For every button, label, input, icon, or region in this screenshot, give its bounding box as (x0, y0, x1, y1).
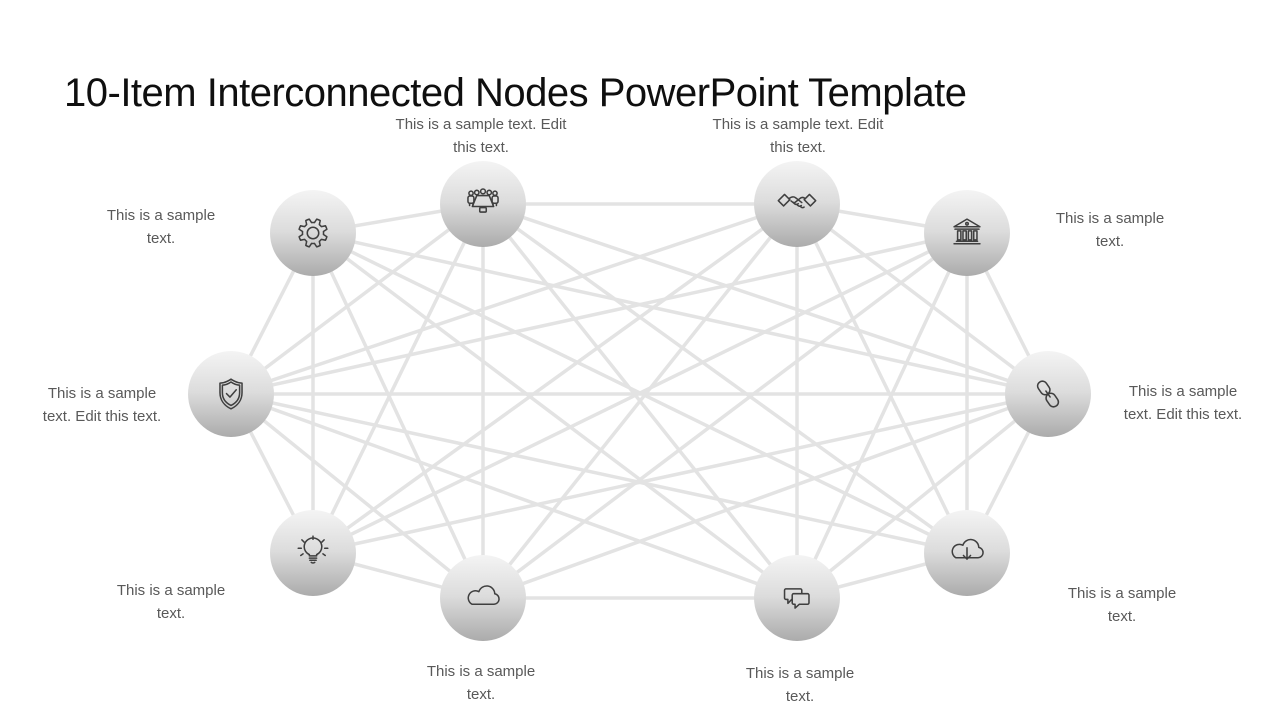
edge-link-lightbulb (312, 392, 1049, 555)
edge-chat-shield (230, 392, 798, 600)
slide-title[interactable]: 10-Item Interconnected Nodes PowerPoint … (64, 70, 967, 115)
node-handshake[interactable] (754, 161, 840, 247)
label-chat[interactable]: This is a sample text. (745, 665, 855, 705)
edge-cloud-shield (229, 392, 485, 600)
lightbulb-icon (297, 535, 329, 564)
handshake-icon (777, 193, 817, 209)
node-link[interactable] (1005, 351, 1091, 437)
edge-meeting-shield (229, 202, 485, 396)
edge-bank-cloud (481, 231, 969, 600)
edge-bank-chat (795, 232, 969, 599)
edge-cloud-download-shield (230, 392, 968, 555)
node-lightbulb[interactable] (270, 510, 356, 596)
label-lightbulb[interactable]: This is a sample text. (116, 582, 226, 622)
node-gear[interactable] (270, 190, 356, 276)
node-bank[interactable] (924, 190, 1010, 276)
shield-check-icon (219, 378, 243, 410)
edge-meeting-link (482, 202, 1049, 396)
label-meeting[interactable]: This is a sample text. Edit this text. (395, 116, 567, 156)
node-shield[interactable] (188, 351, 274, 437)
meeting-table-icon (467, 188, 499, 213)
label-cloud-download[interactable]: This is a sample text. (1067, 585, 1177, 625)
label-shield[interactable]: This is a sample text. Edit this text. (42, 385, 162, 425)
node-cloud[interactable] (440, 555, 526, 641)
edge-gear-cloud (311, 232, 485, 599)
bank-icon (953, 218, 981, 245)
node-cloud-download[interactable] (924, 510, 1010, 596)
edge-bank-shield (230, 231, 968, 396)
edge-meeting-cloud-download (481, 202, 969, 555)
chain-link-icon (1036, 380, 1060, 408)
edge-handshake-shield (230, 202, 798, 396)
label-link[interactable]: This is a sample text. Edit this text. (1123, 383, 1243, 423)
chat-bubbles-icon (783, 588, 810, 609)
edge-handshake-cloud-download (795, 203, 969, 554)
node-chat[interactable] (754, 555, 840, 641)
gear-icon (298, 218, 328, 248)
label-handshake[interactable]: This is a sample text. Edit this text. (712, 116, 884, 156)
edge-handshake-cloud (481, 202, 799, 600)
edge-link-chat (795, 392, 1050, 600)
label-cloud[interactable]: This is a sample text. (426, 663, 536, 703)
edge-handshake-lightbulb (311, 202, 799, 555)
cloud-download-icon (951, 538, 984, 560)
edge-meeting-lightbulb (311, 203, 485, 554)
edge-handshake-link (795, 202, 1050, 396)
node-meeting[interactable] (440, 161, 526, 247)
label-gear[interactable]: This is a sample text. (106, 207, 216, 247)
cloud-icon (467, 585, 500, 605)
edge-link-cloud (482, 392, 1049, 600)
label-bank[interactable]: This is a sample text. (1055, 210, 1165, 250)
edge-gear-link (312, 231, 1049, 396)
edge-gear-chat (311, 231, 799, 600)
